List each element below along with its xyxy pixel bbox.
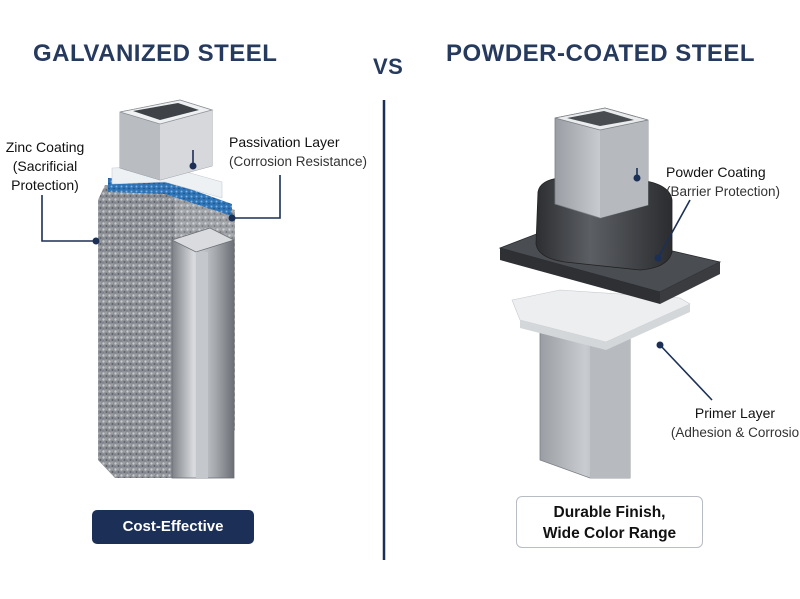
title-powder-coated: POWDER-COATED STEEL [446, 40, 756, 67]
title-galvanized: GALVANIZED STEEL [33, 40, 278, 67]
passivation-pointer [189, 162, 197, 170]
cost-effective-badge: Cost-Effective [92, 510, 254, 544]
powder-coating-label: Powder Coating (Barrier Protection) [666, 163, 780, 201]
zinc-coating-line3: Protection) [11, 177, 79, 193]
durable-finish-badge: Durable Finish, Wide Color Range [516, 496, 703, 548]
primer-layer-title: Primer Layer [694, 405, 776, 421]
durable-finish-line2: Wide Color Range [542, 525, 677, 542]
zinc-body [98, 185, 175, 478]
zinc-pointer [92, 237, 100, 245]
title-vs: VS [373, 54, 404, 79]
zinc-coating-line2: (Sacrificial [12, 158, 78, 174]
zinc-coating-label: Zinc Coating (Sacrificial Protection) [0, 138, 90, 195]
durable-finish-line1: Durable Finish, [553, 504, 666, 521]
powder-pointer-top [633, 174, 641, 182]
powder-coating-title: Powder Coating [666, 164, 766, 180]
blue-layer [108, 178, 232, 216]
powder-pointer [654, 254, 662, 262]
primer-pointer [656, 341, 664, 349]
galvanized-steel-illustration [98, 99, 236, 479]
primer-layer-subtitle: (Adhesion & Corrosio [670, 425, 800, 440]
passivation-subtitle: (Corrosion Resistance) [229, 154, 368, 169]
powder-coated-steel-illustration [498, 107, 722, 479]
zinc-coating-line1: Zinc Coating [5, 139, 85, 155]
passivation-label: Passivation Layer (Corrosion Resistance) [229, 133, 367, 171]
primer-layer-label: Primer Layer (Adhesion & Corrosio [660, 404, 800, 442]
passivation-title: Passivation Layer [229, 134, 340, 150]
powder-coating-subtitle: (Barrier Protection) [666, 184, 781, 199]
blue-pointer [228, 214, 236, 222]
